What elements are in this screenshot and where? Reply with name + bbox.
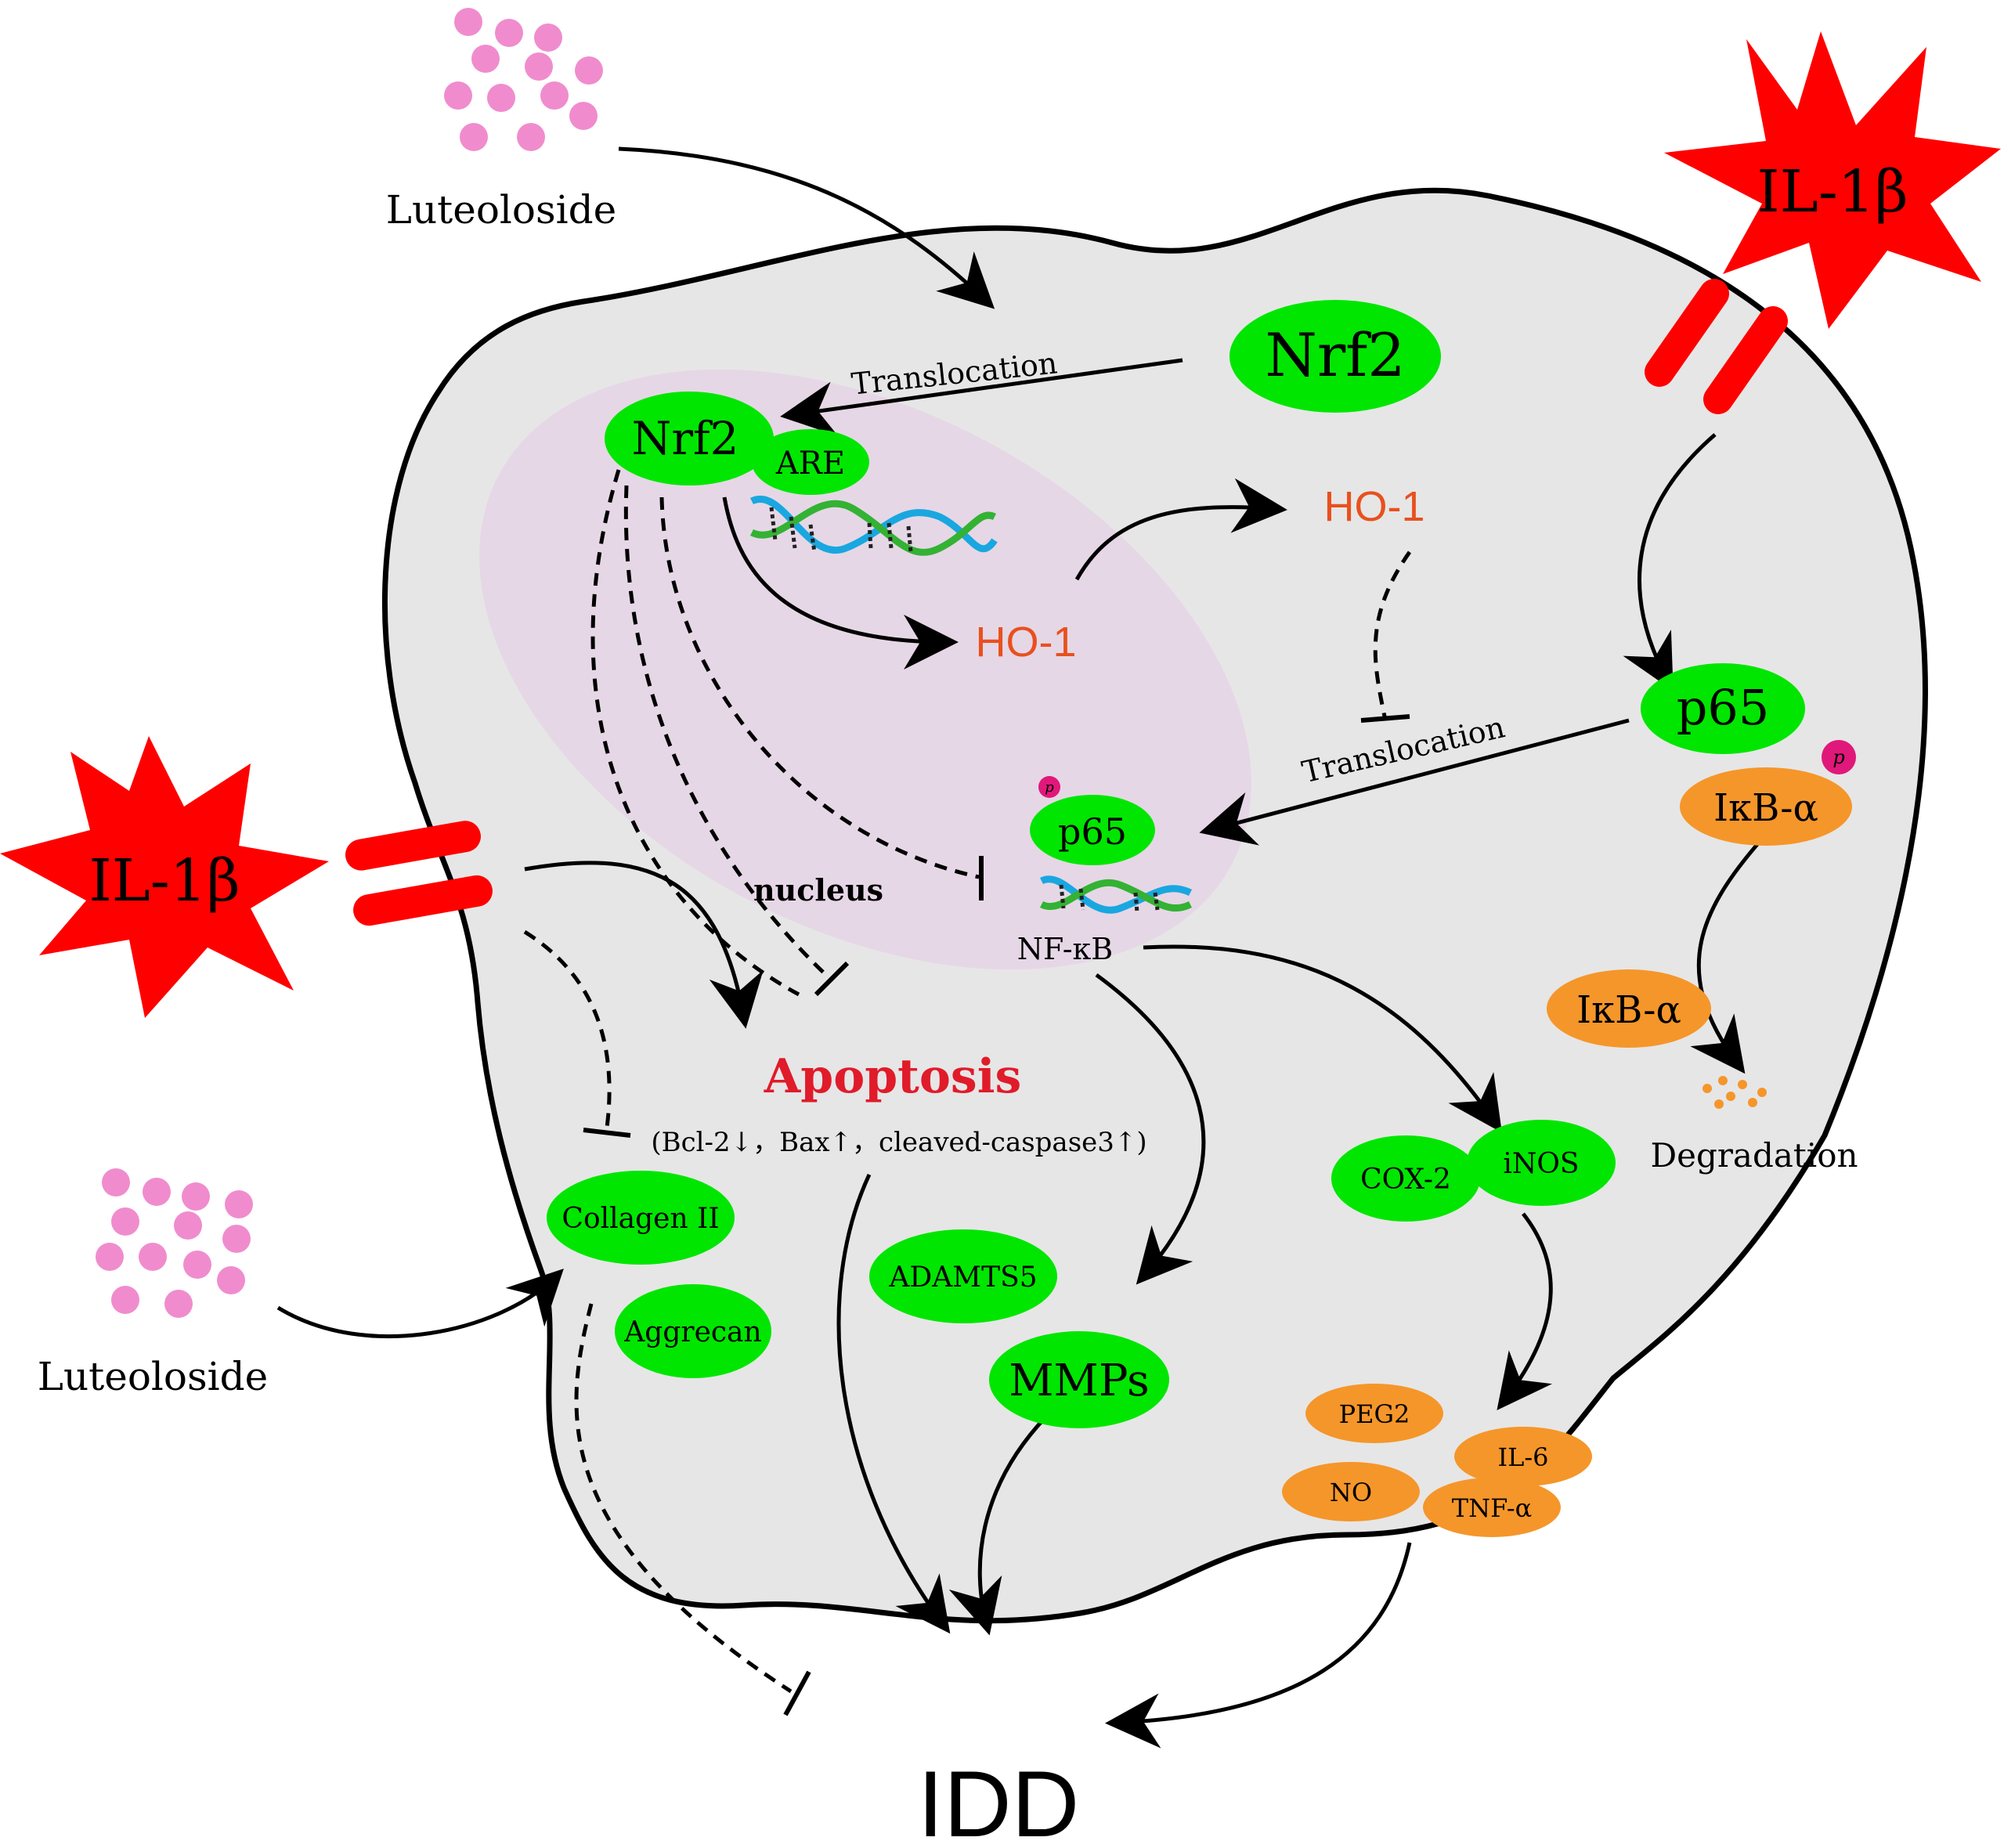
receptor-top (1645, 279, 1788, 414)
mmps (989, 1331, 1169, 1428)
arrow-nrf2-translocation (780, 358, 1183, 436)
no (1282, 1462, 1420, 1521)
tnfa-label: TNF-α (1452, 1493, 1533, 1523)
il1b-label-top: IL-1β (1757, 158, 1908, 226)
inhibit-nrf2-collagen (590, 469, 800, 997)
arrow-il1b-to-apoptosis (524, 861, 764, 1029)
apoptosis-title: Apoptosis (764, 1049, 1022, 1104)
mmps-label: MMPs (1009, 1355, 1150, 1406)
peg2-label: PEG2 (1339, 1399, 1410, 1429)
ikba-bound-label: IκB-α (1713, 786, 1818, 830)
luteoloside-molecules-top (444, 8, 603, 151)
inhibit-nrf2-nfkb (659, 496, 980, 879)
arrow-nrf2-to-ho1 (722, 496, 959, 670)
degradation-fragments (1702, 1076, 1767, 1109)
apoptosis-markers: (Bcl-2↓，Bax↑，cleaved-caspase3↑) (651, 1127, 1146, 1158)
aggrecan-label: Aggrecan (623, 1316, 761, 1348)
degradation-label: Degradation (1650, 1136, 1858, 1175)
arrow-luteoloside-to-collagen (276, 1269, 564, 1339)
luteoloside-label-top: Luteoloside (386, 187, 617, 233)
adamts5 (869, 1229, 1057, 1323)
no-label: NO (1330, 1478, 1372, 1507)
inos-label: iNOS (1503, 1148, 1579, 1180)
arrow-nfkb-to-mmps (1095, 973, 1206, 1285)
nucleus-label: nucleus (753, 872, 883, 908)
are-label: ARE (775, 446, 845, 482)
nrf2-nuclear-label: Nrf2 (632, 412, 739, 465)
ho1-nuclear-label: HO-1 (975, 619, 1076, 666)
arrow-receptor-to-p65 (1623, 433, 1717, 691)
inhibit-ho1-p65-translocation (1373, 550, 1412, 717)
arrow-apoptosis-to-idd (836, 1173, 951, 1634)
il1b-star-left (0, 736, 329, 1018)
idd-label: IDD (918, 1752, 1080, 1848)
ho1-cytoplasm-label: HO-1 (1323, 483, 1424, 530)
receptor-left (345, 821, 493, 926)
nfkb-label: NF-κB (1017, 932, 1113, 966)
phospho-ikba (1822, 740, 1856, 774)
arrow-ikba-degradation (1690, 828, 1771, 1074)
inos (1467, 1120, 1616, 1206)
nrf2-nuclear (605, 392, 774, 485)
arrow-nfkb-to-cox2 (1143, 944, 1502, 1133)
luteoloside-molecules-bottom (96, 1168, 253, 1318)
p65-cytoplasm-label: p65 (1677, 679, 1770, 736)
il6 (1454, 1427, 1592, 1486)
collagen-ii-label: Collagen II (561, 1203, 719, 1235)
il6-label: IL-6 (1497, 1442, 1548, 1472)
luteoloside-label-bottom: Luteoloside (38, 1354, 269, 1399)
arrow-p65-translocation (1199, 718, 1630, 846)
cox2-label: COX-2 (1360, 1164, 1451, 1196)
il1b-star-top (1664, 31, 2001, 329)
dna-helix-nfkb (1039, 875, 1193, 914)
cox2 (1331, 1135, 1480, 1222)
ikba-bound (1680, 767, 1852, 846)
phospho-ikba-label: p (1832, 746, 1844, 768)
arrow-inos-to-cytokines (1497, 1212, 1553, 1411)
peg2 (1305, 1384, 1443, 1443)
arrow-cytokines-to-idd (1105, 1542, 1412, 1749)
inhibit-il1b-collagen (523, 929, 612, 1128)
adamts5-label: ADAMTS5 (888, 1261, 1037, 1294)
collagen-ii (547, 1171, 735, 1265)
p65-nuclear (1030, 795, 1155, 865)
ikba-free-label: IκB-α (1576, 988, 1681, 1032)
nrf2-cytoplasm (1229, 300, 1441, 413)
aggrecan (615, 1284, 771, 1378)
ikba-free (1547, 969, 1711, 1048)
inhibit-nrf2-apoptosis (623, 485, 832, 980)
tnfa (1423, 1478, 1561, 1537)
phospho-p65 (1038, 776, 1060, 798)
are-element (752, 429, 869, 495)
p65-nuclear-label: p65 (1058, 810, 1127, 853)
nrf2-cytoplasm-label: Nrf2 (1265, 320, 1405, 390)
p65-cytoplasm (1641, 663, 1805, 754)
phospho-p65-label: p (1045, 779, 1054, 796)
arrow-luteoloside-into-cell (618, 146, 995, 309)
arrow-ho1-export (1074, 478, 1287, 581)
dna-helix-top (749, 496, 998, 556)
arrow-mmps-to-idd (948, 1416, 1047, 1636)
inhibit-matrix-idd (574, 1303, 793, 1694)
il1b-label-left: IL-1β (88, 847, 240, 915)
